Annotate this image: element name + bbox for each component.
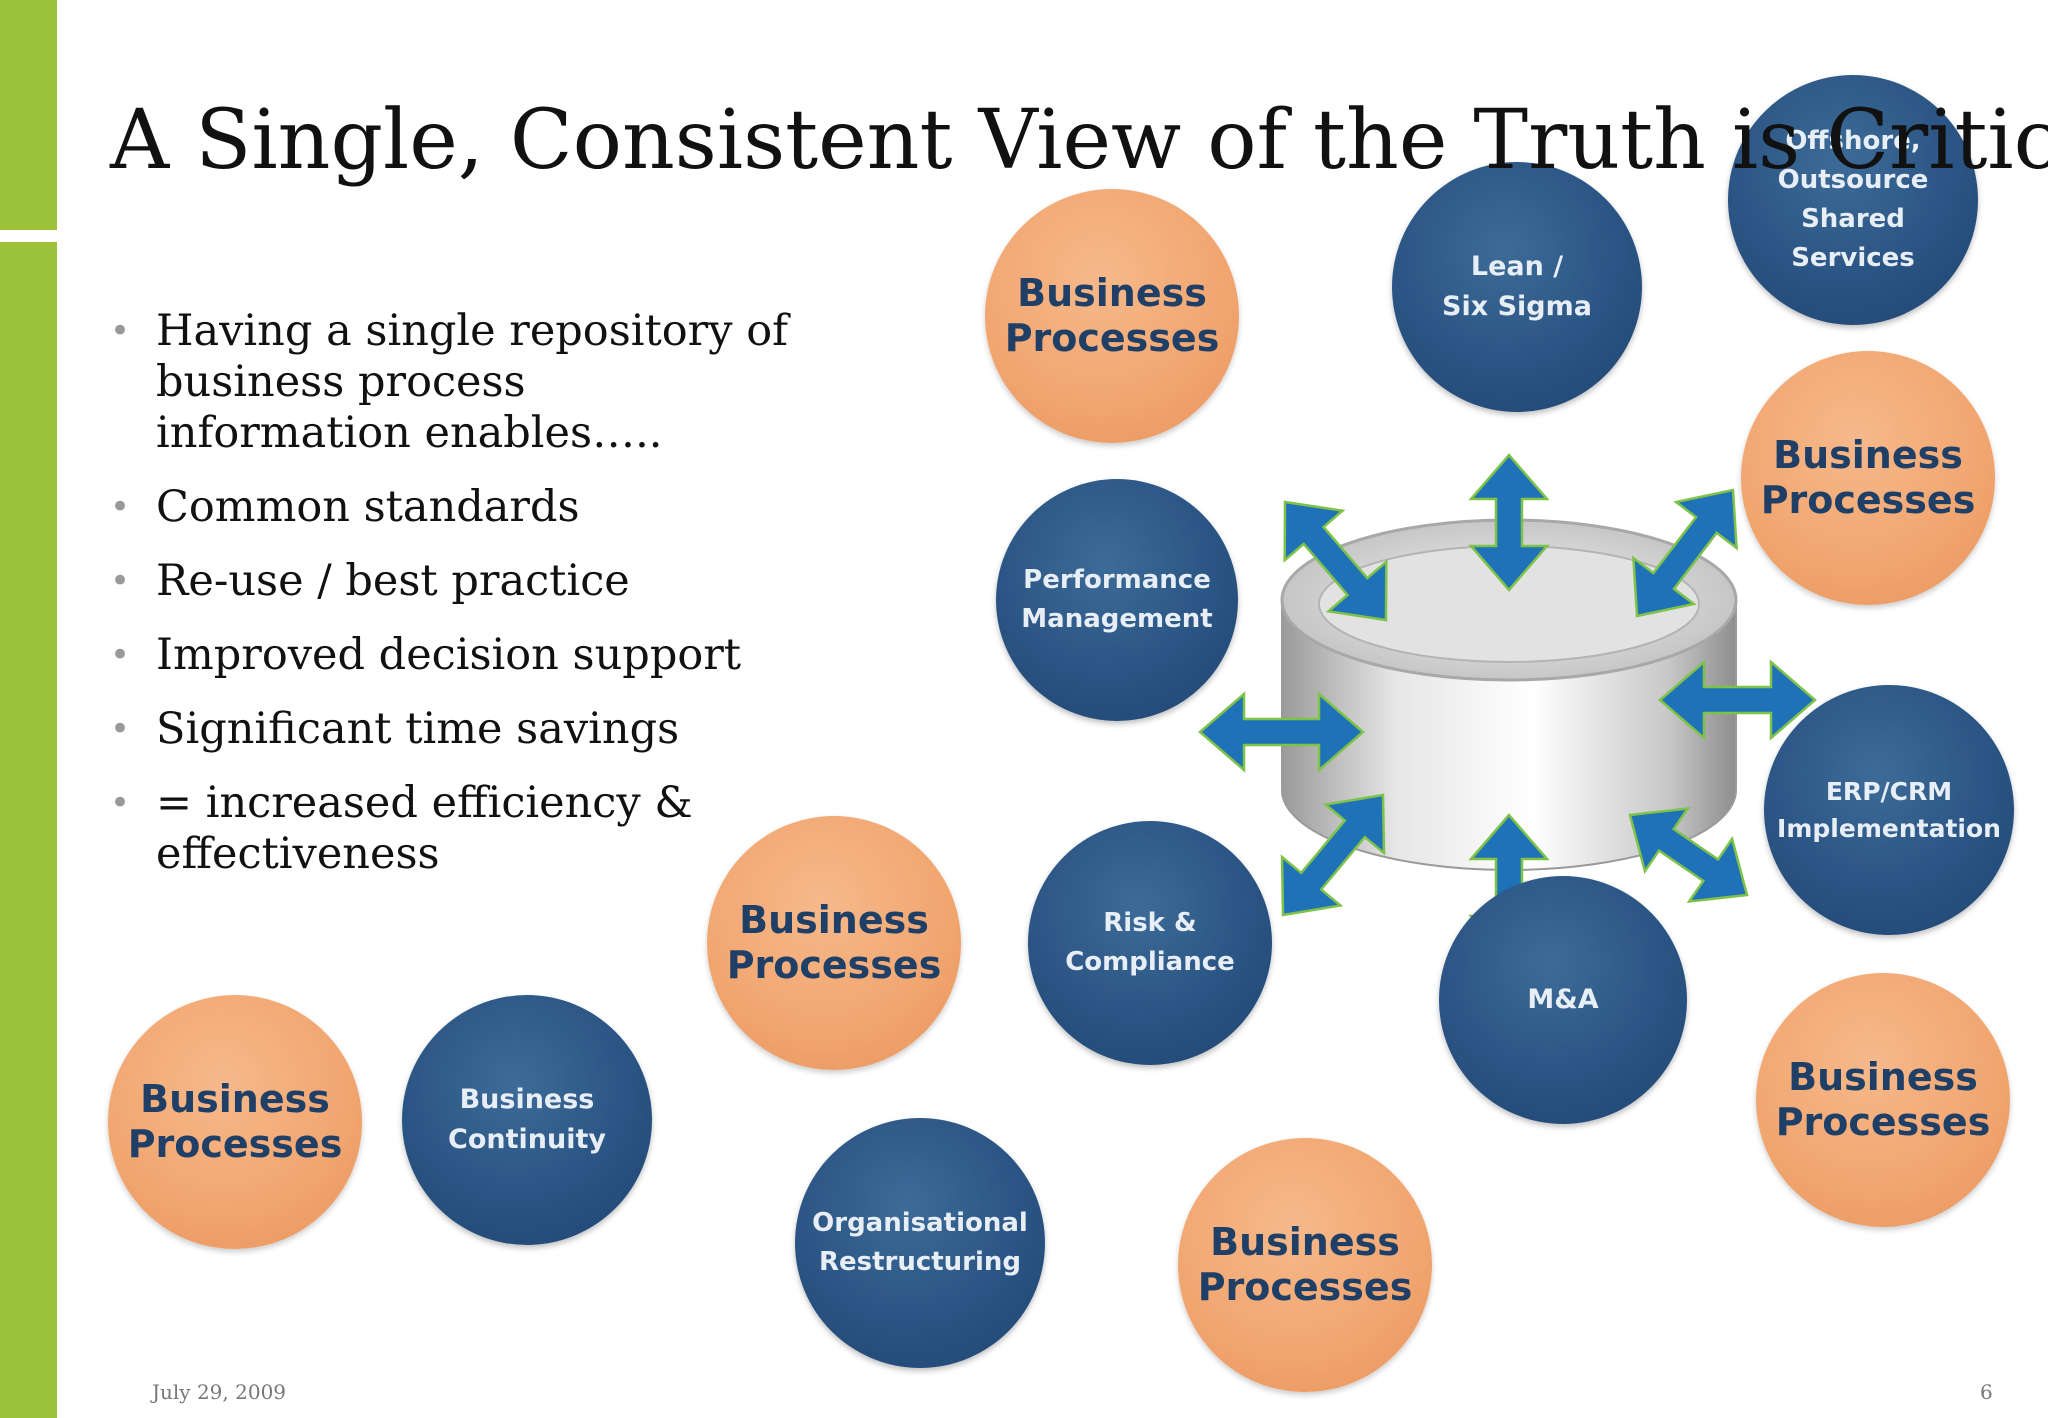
accent-bar-top: [0, 0, 57, 230]
circle-label: Business Continuity: [448, 1083, 606, 1156]
circle-label: ERP/CRM Implementation: [1777, 776, 2001, 844]
bullet-list: Having a single repository of business p…: [110, 306, 790, 903]
organisational-restructuring-circle: Organisational Restructuring: [795, 1118, 1045, 1368]
bullet-item: Significant time savings: [110, 704, 790, 755]
bullet-item: Common standards: [110, 482, 790, 533]
accent-bar-bottom: [0, 242, 57, 1418]
footer-date: July 29, 2009: [152, 1380, 287, 1404]
business-processes-circle-5: Business Processes: [108, 995, 362, 1249]
double-headed-arrow-icon: [1198, 691, 1365, 773]
business-processes-circle-4: Business Processes: [1756, 973, 2010, 1227]
bullet-item: Improved decision support: [110, 630, 790, 681]
double-headed-arrow-icon: [1280, 793, 1386, 917]
circle-label: Business Processes: [1775, 1055, 1991, 1144]
circle-label: Lean / Six Sigma: [1442, 250, 1592, 323]
business-processes-circle-1: Business Processes: [985, 189, 1239, 443]
bullet-item: Re-use / best practice: [110, 556, 790, 607]
double-headed-arrow-icon: [1468, 453, 1550, 592]
double-headed-arrow-icon: [1283, 500, 1388, 622]
circle-label: Business Processes: [1197, 1220, 1413, 1309]
circle-label: Performance Management: [1021, 565, 1213, 634]
business-processes-circle-6: Business Processes: [1178, 1138, 1432, 1392]
circle-label: Business Processes: [1760, 433, 1976, 522]
performance-management-circle: Performance Management: [996, 479, 1238, 721]
circle-label: Offshore, Outsource Shared Services: [1777, 126, 1929, 273]
offshore-outsource-circle: Offshore, Outsource Shared Services: [1728, 75, 1978, 325]
risk-compliance-circle: Risk & Compliance: [1028, 821, 1272, 1065]
circle-label: Business Processes: [127, 1077, 343, 1166]
page-number: 6: [1980, 1380, 1993, 1404]
double-headed-arrow-icon: [1628, 806, 1749, 904]
business-processes-circle-2: Business Processes: [1741, 351, 1995, 605]
mergers-acquisitions-circle: M&A: [1439, 876, 1687, 1124]
circle-label: Organisational Restructuring: [812, 1208, 1028, 1277]
circle-label: Risk & Compliance: [1065, 908, 1235, 977]
circle-label: Business Processes: [726, 898, 942, 987]
double-headed-arrow-icon: [1631, 488, 1739, 618]
slide-title: A Single, Consistent View of the Truth i…: [110, 93, 2048, 188]
erp-crm-circle: ERP/CRM Implementation: [1764, 685, 2014, 935]
bullet-item: = increased efficiency & effectiveness: [110, 778, 790, 880]
business-continuity-circle: Business Continuity: [402, 995, 652, 1245]
bullet-item: Having a single repository of business p…: [110, 306, 790, 459]
lean-six-sigma-circle: Lean / Six Sigma: [1392, 162, 1642, 412]
double-headed-arrow-icon: [1658, 659, 1817, 741]
circle-label: M&A: [1527, 983, 1599, 1015]
circle-label: Business Processes: [1004, 271, 1220, 360]
